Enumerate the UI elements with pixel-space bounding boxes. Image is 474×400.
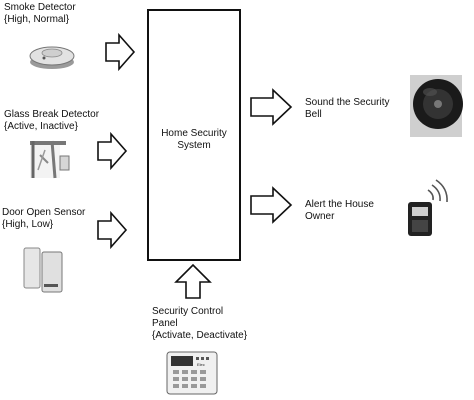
- control-panel-line2: Panel: [152, 318, 178, 329]
- smoke-detector-icon: [29, 46, 75, 69]
- door-sensor-name: Door Open Sensor: [2, 207, 86, 218]
- smoke-arrow: [105, 32, 136, 72]
- owner-output-label: Alert the House Owner: [305, 199, 374, 223]
- control-panel-line1: Security Control: [152, 306, 224, 317]
- glass-arrow: [97, 131, 128, 171]
- door-sensor-icon: [23, 247, 63, 293]
- control-panel-states: {Activate, Deactivate}: [152, 330, 248, 341]
- glass-break-detector-icon: [30, 140, 70, 179]
- home-security-system-box: [147, 9, 241, 261]
- keypad-brand: Elec: [197, 362, 205, 367]
- bell-output-line2: Bell: [305, 109, 322, 120]
- system-line1: Home Security: [161, 128, 227, 139]
- control-panel-label: Security Control Panel {Activate, Deacti…: [152, 306, 247, 342]
- glass-break-states: {Active, Inactive}: [4, 121, 78, 132]
- door-arrow: [97, 210, 128, 250]
- bell-output-line1: Sound the Security: [305, 97, 390, 108]
- owner-output-line2: Owner: [305, 211, 335, 222]
- smoke-detector-label: Smoke Detector {High, Normal}: [4, 2, 76, 26]
- owner-arrow: [250, 186, 293, 224]
- bell-arrow: [250, 88, 293, 126]
- security-bell-icon: [410, 75, 463, 137]
- door-sensor-states: {High, Low}: [2, 219, 54, 230]
- panel-arrow: [174, 263, 212, 299]
- keypad-icon: Elec: [166, 351, 218, 395]
- system-line2: System: [177, 140, 211, 151]
- door-sensor-label: Door Open Sensor {High, Low}: [2, 207, 85, 231]
- smoke-detector-states: {High, Normal}: [4, 14, 70, 25]
- phone-alert-icon: [408, 179, 448, 236]
- bell-output-label: Sound the Security Bell: [305, 97, 390, 121]
- glass-break-name: Glass Break Detector: [4, 109, 100, 120]
- system-label: Home Security System: [150, 128, 238, 152]
- glass-break-label: Glass Break Detector {Active, Inactive}: [4, 109, 99, 133]
- smoke-detector-name: Smoke Detector: [4, 2, 76, 13]
- owner-output-line1: Alert the House: [305, 199, 374, 210]
